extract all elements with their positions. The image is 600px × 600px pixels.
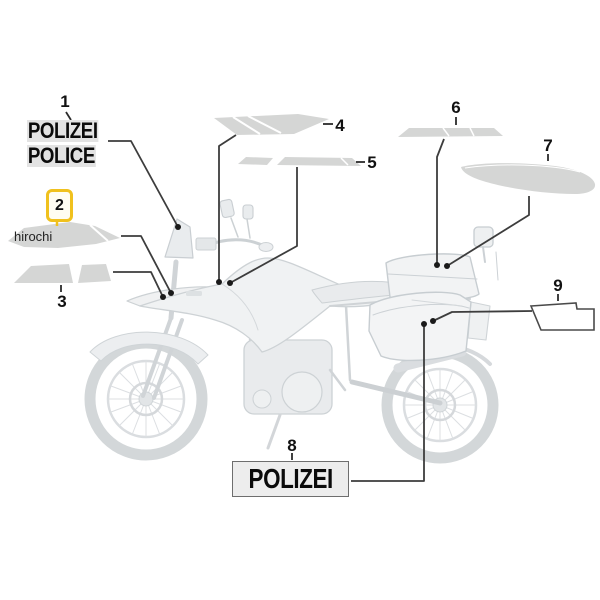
leader-dot-7 (444, 263, 450, 269)
watermark-text: hirochi (14, 229, 53, 244)
leader-dot-3 (160, 294, 166, 300)
cockpit (164, 198, 274, 259)
leader-line-3 (113, 271, 164, 298)
leader-dot-2 (168, 290, 174, 296)
decal-part-4 (214, 114, 329, 135)
leader-dot-9 (430, 318, 436, 324)
decal-1-polizei-police-label: POLIZEI POLICE (27, 120, 111, 170)
leader-dot-5 (227, 280, 233, 286)
callout-number-1[interactable]: 1 (60, 92, 70, 111)
decal-part-7 (461, 163, 596, 194)
callout-number-3[interactable]: 3 (57, 292, 67, 311)
decal-1-line-2: POLICE (27, 143, 96, 168)
callout-number-4[interactable]: 4 (335, 116, 345, 135)
leader-line-1 (108, 140, 179, 228)
leader-line-6 (436, 138, 445, 265)
tick-1 (65, 111, 72, 121)
callout-number-9[interactable]: 9 (553, 276, 563, 295)
front-wheel (84, 337, 208, 461)
engine (243, 285, 352, 450)
leader-line-2 (121, 235, 172, 294)
decal-shapes (8, 114, 596, 331)
leader-dot-4 (216, 279, 222, 285)
decal-part-5 (238, 157, 361, 166)
callout-number-5[interactable]: 5 (367, 153, 377, 172)
leader-dot-8 (421, 321, 427, 327)
front-end (89, 259, 239, 400)
callout-ticks (55, 111, 559, 460)
leader-line-4 (218, 134, 237, 282)
leader-line-9 (432, 310, 533, 322)
leader-dot-1 (175, 224, 181, 230)
callout-number-2: 2 (55, 196, 64, 214)
leader-lines (108, 134, 533, 482)
swingarm (349, 379, 443, 406)
callout-number-8[interactable]: 8 (287, 436, 297, 455)
decal-8-polizei-label-box: POLIZEI (232, 461, 349, 497)
decal-part-3 (14, 264, 111, 283)
motorcycle-illustration (84, 198, 499, 464)
leader-dots (160, 224, 450, 327)
callout-number-7[interactable]: 7 (543, 136, 553, 155)
leader-line-7 (446, 196, 530, 267)
decal-1-line-1: POLIZEI (27, 118, 99, 143)
decal-part-6 (398, 127, 503, 137)
decal-part-9-outline (529, 302, 595, 331)
callout-number-2-highlight-box[interactable]: 2 (46, 189, 73, 222)
leader-line-5 (229, 167, 298, 284)
callout-number-6[interactable]: 6 (451, 98, 461, 117)
leader-dot-6 (434, 262, 440, 268)
side-pannier (368, 291, 472, 362)
decal-part-2 (8, 222, 120, 248)
decal-8-text: POLIZEI (248, 463, 333, 494)
leader-line-8 (351, 324, 425, 482)
